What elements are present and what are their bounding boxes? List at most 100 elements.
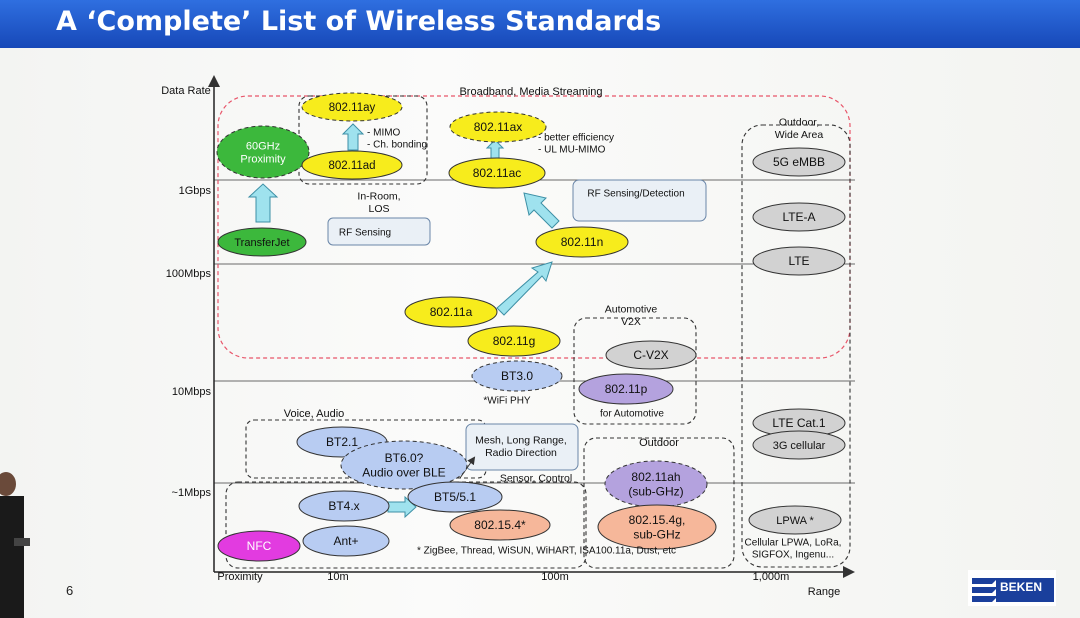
n-ant-ellipse <box>302 525 390 557</box>
speaker-silhouette <box>0 472 30 618</box>
arrow-ac-to-ax <box>485 139 505 161</box>
group-in-room-text: In-Room,LOS <box>357 190 400 215</box>
x-tick-3-text: 1,000m <box>753 571 790 583</box>
x-tick-2-text: 100m <box>541 571 569 583</box>
n-5gembb-ellipse <box>752 147 846 177</box>
n-802154-text: 802.15.4* <box>474 518 526 532</box>
arrow-a-to-n <box>496 261 553 316</box>
outdoor-wide-group <box>741 124 851 568</box>
logo-text: BEKEN <box>1000 580 1043 594</box>
note-lpwa-list-text: Cellular LPWA, LoRa,SIGFOX, Ingenu... <box>745 538 842 561</box>
n-80211ac-text: 802.11ac <box>473 166 522 180</box>
n-802154-ellipse <box>449 509 551 541</box>
n-cv2x-ellipse <box>605 340 697 370</box>
n-lte-text: LTE <box>788 254 809 268</box>
rf-sensing-detection-callout <box>572 179 707 222</box>
mesh-callout <box>465 423 579 471</box>
n-80211g-ellipse <box>467 325 561 357</box>
y-tick-3-text: ~1Mbps <box>172 487 212 499</box>
n-ant-text: Ant+ <box>333 534 358 548</box>
n-transferjet-text: TransferJet <box>234 237 289 249</box>
node-layer <box>216 92 846 562</box>
arrow-transferjet-to-60ghz <box>247 183 279 223</box>
n-bt4x-text: BT4.x <box>328 499 359 513</box>
n-transferjet-ellipse <box>217 227 307 257</box>
x-tick-0-text: Proximity <box>217 571 263 583</box>
automotive-group <box>573 317 697 425</box>
group-outdoor-text: Outdoor <box>639 437 679 449</box>
n-3gcell-ellipse <box>752 430 846 460</box>
n-cv2x-text: C-V2X <box>633 348 668 362</box>
title-bar: A ‘Complete’ List of Wireless Standards <box>0 0 1080 48</box>
n-ltea-ellipse <box>752 202 846 232</box>
n-80211a-text: 802.11a <box>430 305 473 319</box>
n-bt21-text: BT2.1 <box>326 435 358 449</box>
note-for-automotive-text: for Automotive <box>600 409 664 420</box>
y-tick-2-text: 10Mbps <box>172 386 212 398</box>
n-80211ad-ellipse <box>301 150 403 180</box>
group-broadband-text: Broadband, Media Streaming <box>459 86 602 98</box>
n-bt30-text: BT3.0 <box>501 369 533 383</box>
note-mimo-text: - MIMO- Ch. bonding <box>367 128 427 151</box>
x-tick-1-text: 10m <box>327 571 348 583</box>
n-80211p-text: 802.11p <box>605 382 648 396</box>
upgrade-arrows <box>247 123 560 519</box>
n-ltecat1-text: LTE Cat.1 <box>772 416 825 430</box>
y-tick-1-text: 100Mbps <box>166 268 212 280</box>
arrow-n-to-ac <box>523 192 560 229</box>
outdoor-group <box>583 437 735 569</box>
n-80211n-text: 802.11n <box>561 235 604 249</box>
n-80211ad-text: 802.11ad <box>328 160 375 172</box>
note-sensor-control-text: Sensor, Control <box>500 473 572 485</box>
n-80211n-ellipse <box>535 226 629 258</box>
n-lpwa-text: LPWA * <box>776 515 814 527</box>
note-wifi-phy-text: *WiFi PHY <box>483 396 531 407</box>
n-5gembb-text: 5G eMBB <box>773 155 825 169</box>
x-axis-label-text: Range <box>808 586 840 598</box>
n-3gcell-text: 3G cellular <box>773 440 826 452</box>
n-bt60-ellipse <box>340 440 468 490</box>
n-bt60-text: BT6.0?Audio over BLE <box>362 451 445 479</box>
n-80211ay-text: 802.11ay <box>329 102 376 114</box>
n-80211ay-ellipse <box>301 92 403 122</box>
n-bt51-text: BT5/5.1 <box>434 490 476 504</box>
n-nfc-ellipse <box>217 530 301 562</box>
n-80211a-ellipse <box>404 296 498 328</box>
n-80211g-text: 802.11g <box>493 334 536 348</box>
n-802154g-text: 802.15.4g,sub-GHz <box>629 513 686 541</box>
n-bt51-ellipse <box>407 481 503 513</box>
n-80211ax-ellipse <box>449 111 547 143</box>
n-80211ax-text: 802.11ax <box>474 120 523 134</box>
n-ltea-text: LTE-A <box>782 210 815 224</box>
n-bt30-ellipse <box>471 360 563 392</box>
n-bt4x-ellipse <box>298 490 390 522</box>
note-rf-sensing-text: RF Sensing <box>339 228 391 239</box>
n-lpwa-ellipse <box>748 505 842 535</box>
rf-sensing-callout <box>327 217 431 246</box>
n-nfc-text: NFC <box>247 539 272 553</box>
group-voice-audio-text: Voice, Audio <box>284 408 345 420</box>
note-zigbee-text: * ZigBee, Thread, WiSUN, WiHART, ISA100.… <box>417 546 676 557</box>
n-802154g-ellipse <box>597 504 717 550</box>
beken-logo <box>968 570 1056 606</box>
note-mesh-text: Mesh, Long Range,Radio Direction <box>475 434 567 459</box>
note-rf-sensing-detection-text: RF Sensing/Detection <box>587 189 684 200</box>
n-60ghz-ellipse <box>216 125 310 179</box>
note-efficiency-text: - better efficiency- UL MU-MIMO <box>538 133 614 156</box>
y-tick-0-text: 1Gbps <box>179 185 212 197</box>
arrow-ad-to-ay <box>341 123 365 151</box>
n-80211ah-text: 802.11ah(sub-GHz) <box>628 470 683 498</box>
n-80211ac-ellipse <box>448 157 546 189</box>
arrow-bt4-to-bt5 <box>387 495 417 519</box>
n-80211p-ellipse <box>578 373 674 405</box>
y-axis-label-text: Data Rate <box>161 85 211 97</box>
slide-title: A ‘Complete’ List of Wireless Standards <box>56 6 662 37</box>
page-number: 6 <box>66 583 74 598</box>
group-outdoor-wide-text: Outdoor,Wide Area <box>775 116 824 141</box>
n-lte-ellipse <box>752 246 846 276</box>
n-80211ah-ellipse <box>604 460 708 508</box>
